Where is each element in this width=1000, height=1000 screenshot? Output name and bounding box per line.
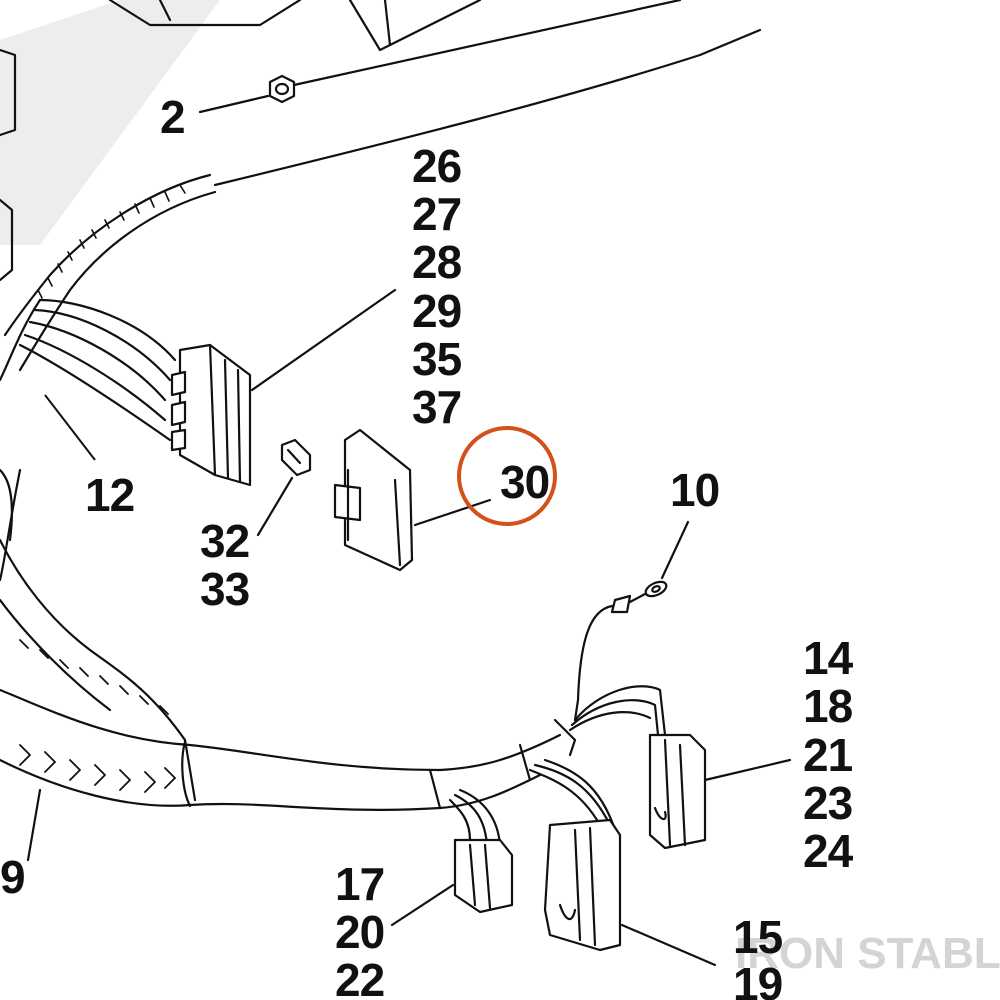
- callout-37: 37: [412, 381, 461, 433]
- leader-lines: [44, 394, 96, 461]
- ground-wire-10: [573, 520, 690, 722]
- housing-part: [0, 0, 482, 282]
- callout-22: 22: [335, 954, 384, 1000]
- callout-14: 14: [803, 632, 854, 684]
- callout-35: 35: [412, 333, 462, 385]
- callout-30: 30: [500, 456, 549, 508]
- callout-28: 28: [412, 236, 462, 288]
- callout-15: 15: [733, 911, 783, 963]
- callout-26: 26: [412, 140, 461, 192]
- callout-19: 19: [733, 958, 782, 1000]
- connector-26-37: [170, 288, 397, 487]
- callout-12: 12: [85, 469, 134, 521]
- background-band: [0, 0, 220, 245]
- harness-lower: [0, 468, 577, 862]
- callout-20: 20: [335, 906, 384, 958]
- connector-14-24: [568, 685, 792, 850]
- callout-18: 18: [803, 680, 853, 732]
- harness-upper: [0, 173, 217, 382]
- callout-32: 32: [200, 515, 249, 567]
- connector-wires: [18, 298, 177, 442]
- nut-2: [198, 0, 682, 114]
- callout-24: 24: [803, 825, 854, 877]
- callout-21: 21: [803, 729, 853, 781]
- callouts: 2 26 27 28 29 35 37 30 10 12 32 33 14 18…: [0, 91, 1000, 1000]
- callout-27: 27: [412, 188, 461, 240]
- connector-15-19: [528, 758, 717, 967]
- callout-9: 9: [0, 851, 25, 903]
- callout-10: 10: [670, 464, 719, 516]
- callout-33: 33: [200, 563, 249, 615]
- long-wire: [213, 28, 762, 187]
- connector-30: [333, 428, 492, 572]
- callout-29: 29: [412, 285, 461, 337]
- watermark: IRON STABLE: [735, 929, 1000, 978]
- callout-30-highlight: [457, 426, 557, 526]
- callout-17: 17: [335, 858, 384, 910]
- callout-2: 2: [160, 91, 185, 143]
- part-32-33: [256, 438, 312, 537]
- connector-17-20-22: [390, 788, 514, 927]
- callout-23: 23: [803, 777, 852, 829]
